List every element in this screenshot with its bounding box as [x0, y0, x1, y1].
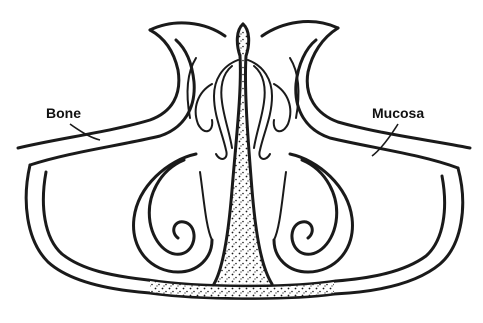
turbinates-right [274, 154, 352, 272]
label-bone: Bone [46, 105, 81, 121]
turbinates-left [134, 154, 212, 272]
label-mucosa: Mucosa [372, 105, 424, 121]
